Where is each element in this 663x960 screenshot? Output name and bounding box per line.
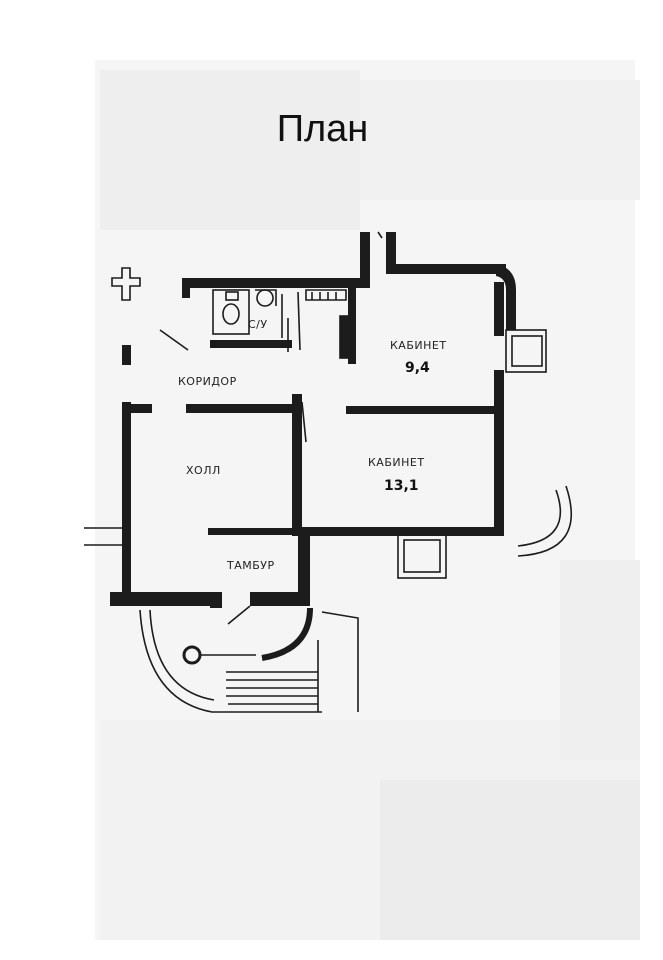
room-label-office-1: КАБИНЕТ: [390, 339, 447, 352]
room-area-office-1: 9,4: [405, 360, 430, 376]
room-area-office-2: 13,1: [384, 478, 419, 494]
room-labels: КАБИНЕТ 9,4 КАБИНЕТ 13,1 ХОЛЛ КОРИДОР С/…: [178, 318, 447, 572]
room-label-bathroom: С/У: [248, 318, 268, 331]
room-label-vestibule: ТАМБУР: [226, 559, 275, 572]
details: [84, 231, 573, 713]
room-label-office-2: КАБИНЕТ: [368, 456, 425, 469]
page-title: План: [276, 108, 369, 150]
room-label-corridor: КОРИДОР: [178, 375, 237, 388]
room-label-hall: ХОЛЛ: [186, 464, 221, 477]
walls: [110, 232, 516, 608]
